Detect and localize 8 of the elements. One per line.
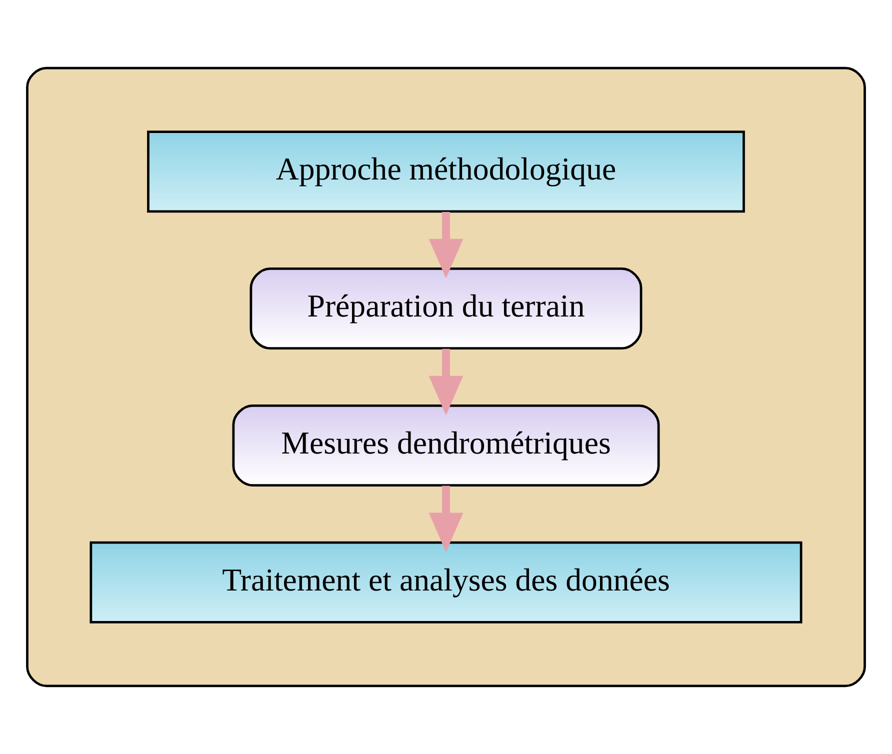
arrow xyxy=(428,348,464,416)
arrow xyxy=(428,212,464,278)
node-box: Approche méthodologique xyxy=(147,130,745,213)
cluster xyxy=(26,66,866,688)
node-box: Traitement et analyses des données xyxy=(90,541,802,624)
node-box: Mesures dendrométriques xyxy=(232,404,660,486)
arrow xyxy=(428,486,464,552)
node-box: Préparation du terrain xyxy=(250,268,642,350)
